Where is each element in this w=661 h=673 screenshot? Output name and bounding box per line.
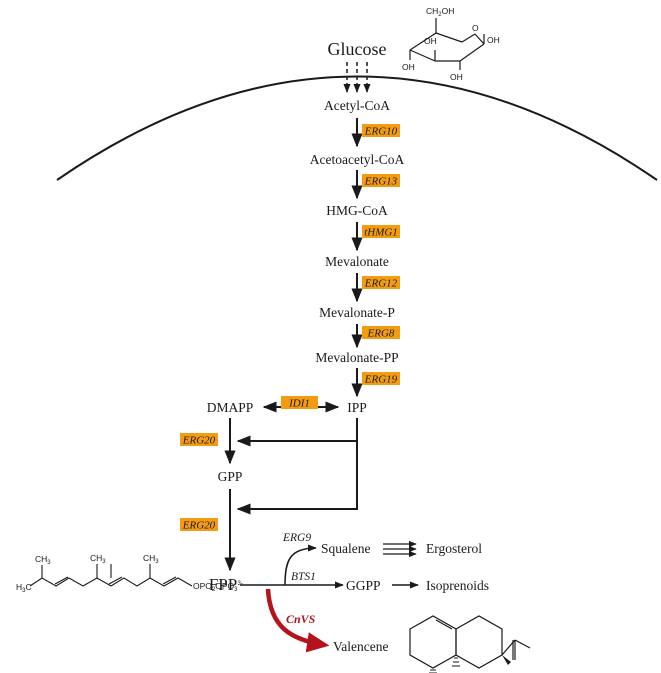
cnvs-gene: CnVS <box>286 612 316 626</box>
dmapp-label: DMAPP <box>207 400 254 415</box>
acetoacetyl-coa-label: Acetoacetyl-CoA <box>310 152 405 167</box>
thmg1-gene: tHMG1 <box>364 227 398 239</box>
ch3-label: CH <box>90 553 102 563</box>
mevalonate-label: Mevalonate <box>325 254 389 269</box>
erg20-gene: ERG20 <box>182 520 216 532</box>
fpp-label: FPP <box>209 575 237 594</box>
ch2oh-label: CH <box>426 6 438 16</box>
gene-highlight <box>362 372 400 385</box>
gpp-label: GPP <box>218 469 243 484</box>
erg19-gene: ERG19 <box>364 374 398 386</box>
gene-highlight <box>362 174 400 187</box>
mevalonate-pp-label: Mevalonate-PP <box>315 350 398 365</box>
ch3-label: CH <box>35 554 47 564</box>
svg-text:H3C: H3C <box>16 582 32 594</box>
glucose-label: Glucose <box>328 39 387 59</box>
oh-label: OH <box>424 36 437 46</box>
ipp-condensation-arrow <box>236 418 358 447</box>
erg13-gene: ERG13 <box>364 176 398 188</box>
ggpp-label: GGPP <box>346 578 381 593</box>
ergosterol-label: Ergosterol <box>426 541 482 556</box>
ch3-label: CH <box>143 553 155 563</box>
ring-oxygen-label: O <box>472 23 479 33</box>
erg8-gene: ERG8 <box>367 328 395 340</box>
gene-highlight <box>362 225 400 238</box>
idi1-gene: IDI1 <box>288 398 310 410</box>
gene-highlight <box>180 433 218 446</box>
oh-label: OH <box>450 72 463 82</box>
bts1-gene: BTS1 <box>291 571 316 583</box>
mevalonate-p-label: Mevalonate-P <box>319 305 395 320</box>
ipp-condensation-arrow <box>236 441 358 515</box>
svg-text:OPO2OPO33-: OPO2OPO33- <box>193 581 243 593</box>
isoprenoids-label: Isoprenoids <box>426 578 489 593</box>
svg-text:CH3: CH3 <box>35 554 51 566</box>
glucose-structure <box>409 18 485 70</box>
oh-label: OH <box>402 62 415 72</box>
gene-highlight <box>180 518 218 531</box>
hmg-coa-label: HMG-CoA <box>326 203 388 218</box>
erg12-gene: ERG12 <box>364 278 398 290</box>
valencene-label: Valencene <box>333 639 388 654</box>
squalene-arrow <box>284 544 317 586</box>
erg20-gene: ERG20 <box>182 435 216 447</box>
gene-highlight <box>362 276 400 289</box>
svg-text:CH2OH: CH2OH <box>426 6 454 18</box>
multi-step-arrow <box>383 540 417 558</box>
svg-text:CH3: CH3 <box>143 553 159 565</box>
valencene-structure <box>409 615 531 669</box>
squalene-label: Squalene <box>321 541 371 556</box>
acetyl-coa-label: Acetyl-CoA <box>324 98 390 113</box>
oh-label: OH <box>487 35 500 45</box>
erg9-gene: ERG9 <box>282 532 311 544</box>
erg10-gene: ERG10 <box>364 126 398 138</box>
ch3-label: H <box>16 582 22 592</box>
ipp-label: IPP <box>347 400 367 415</box>
pyrophosphate-label: OPO <box>193 581 212 591</box>
cnvs-arrow <box>265 588 330 653</box>
svg-text:CH3: CH3 <box>90 553 106 565</box>
gene-highlight <box>362 124 400 137</box>
wedge-bond <box>502 655 511 665</box>
stereo-hash-bonds <box>429 657 460 673</box>
gene-highlight <box>362 326 400 339</box>
glucose-uptake-arrows <box>343 62 371 93</box>
fpp-structure <box>29 564 193 587</box>
gene-highlight <box>281 396 318 409</box>
